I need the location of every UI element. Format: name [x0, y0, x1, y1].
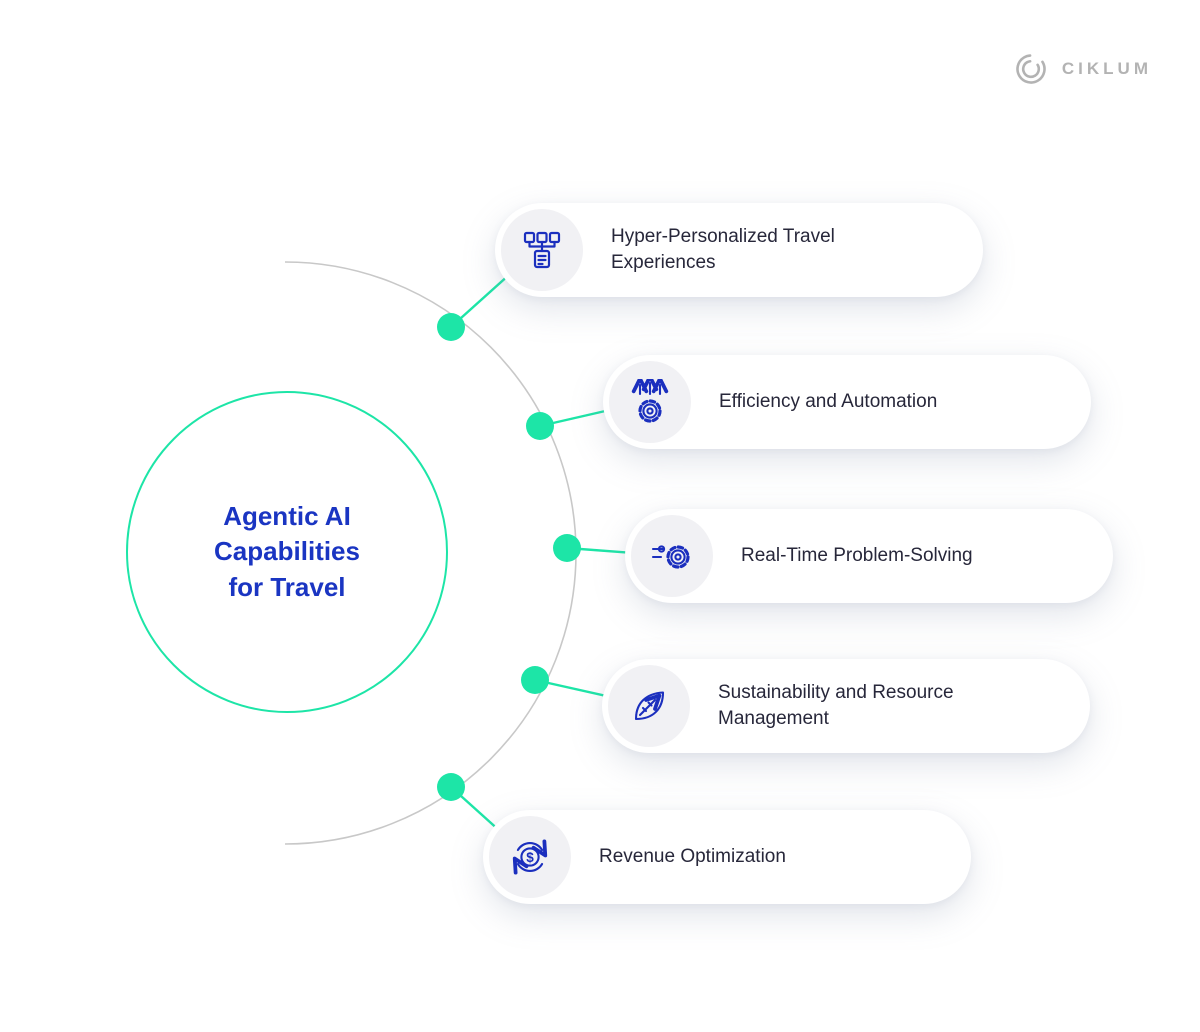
icon-circle — [608, 665, 690, 747]
leaf-arrow-icon — [634, 691, 665, 721]
dollar-refresh-icon: $ — [512, 839, 548, 875]
center-title-line-1: Agentic AI — [223, 501, 351, 532]
brand-logo: CIKLUM — [1012, 50, 1152, 88]
capability-pill-efficiency: Efficiency and Automation — [603, 355, 1091, 449]
capability-pill-sustainability: Sustainability and Resource Management — [602, 659, 1090, 753]
node-dot-1 — [437, 313, 465, 341]
capability-label: Efficiency and Automation — [719, 390, 938, 412]
capability-pill-real-time: Real-Time Problem-Solving — [625, 509, 1113, 603]
node-dot-2 — [526, 412, 554, 440]
capability-label: Revenue Optimization — [599, 845, 786, 867]
node-dot-5 — [437, 773, 465, 801]
icon-circle — [501, 209, 583, 291]
ciklum-c-logo-icon — [1016, 54, 1046, 84]
node-dot-3 — [553, 534, 581, 562]
center-title-line-3: for Travel — [228, 571, 346, 602]
capability-label: Real-Time Problem-Solving — [741, 544, 973, 566]
capability-label: Sustainability and Resource Management — [718, 681, 954, 729]
svg-text:$: $ — [526, 850, 534, 865]
sitemap-icon — [523, 231, 561, 269]
capability-label: Hyper-Personalized Travel Experiences — [611, 225, 835, 273]
icon-circle: $ — [489, 816, 571, 898]
brand-name: CIKLUM — [1061, 59, 1152, 78]
node-dot-4 — [521, 666, 549, 694]
capability-pill-hyper-personalized: Hyper-Personalized Travel Experiences — [495, 203, 983, 297]
icon-circle — [609, 361, 691, 443]
icon-circle — [631, 515, 713, 597]
gear-sliders-icon — [651, 545, 690, 569]
center-title: Agentic AI Capabilities for Travel — [214, 499, 360, 604]
capability-pill-revenue: $ Revenue Optimization — [483, 810, 971, 904]
center-circle: Agentic AI Capabilities for Travel — [126, 391, 448, 713]
center-title-line-2: Capabilities — [214, 536, 360, 567]
gear-up-arrows-icon — [631, 379, 669, 423]
